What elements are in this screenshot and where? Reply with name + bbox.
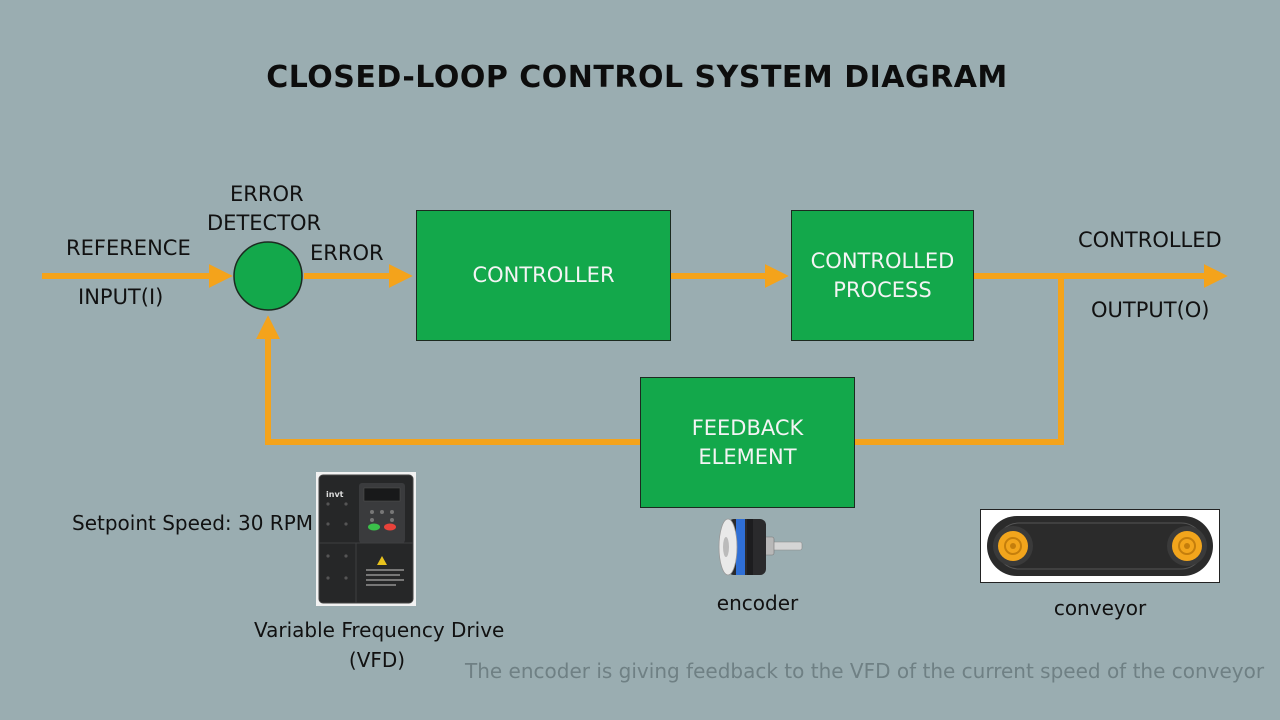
controller-block-label: CONTROLLER [472, 263, 615, 287]
feedback-tap-line [855, 276, 1064, 445]
conveyor-image [980, 509, 1220, 583]
conveyor-left-pulley [993, 526, 1033, 566]
controlled-process-label-line1: CONTROLLED [810, 248, 955, 273]
reference-label: REFERENCE [66, 236, 191, 260]
controlled-process-block: CONTROLLED PROCESS [791, 210, 974, 341]
output-label: OUTPUT(O) [1091, 298, 1210, 322]
setpoint-speed-label: Setpoint Speed: 30 RPM [72, 511, 314, 535]
error-detector-label-line1: ERROR [230, 182, 304, 206]
encoder-image [718, 518, 803, 576]
diagram-title: CLOSED-LOOP CONTROL SYSTEM DIAGRAM [266, 60, 1008, 95]
vfd-caption-line2: (VFD) [348, 648, 406, 672]
vfd-caption-line1: Variable Frequency Drive [254, 618, 505, 642]
input-label: INPUT(I) [78, 285, 164, 309]
vfd-brand-logo: invt [326, 490, 344, 499]
controlled-process-label-line2: PROCESS [833, 277, 932, 302]
feedback-element-label-line2: ELEMENT [698, 444, 797, 469]
controller-block: CONTROLLER [416, 210, 671, 341]
feedback-return-arrow [256, 315, 640, 445]
error-label: ERROR [310, 241, 384, 265]
feedback-element-block: FEEDBACK ELEMENT [640, 377, 855, 508]
error-detector-circle [233, 241, 303, 311]
controlled-label: CONTROLLED [1078, 228, 1222, 252]
encoder-caption: encoder [716, 591, 799, 615]
vfd-image: invt [316, 472, 416, 606]
feedback-element-label-line1: FEEDBACK [691, 415, 804, 440]
conveyor-right-pulley [1167, 526, 1207, 566]
error-detector-label-line2: DETECTOR [207, 211, 322, 235]
conveyor-caption: conveyor [1053, 596, 1147, 620]
footnote-text: The encoder is giving feedback to the VF… [465, 659, 1265, 683]
